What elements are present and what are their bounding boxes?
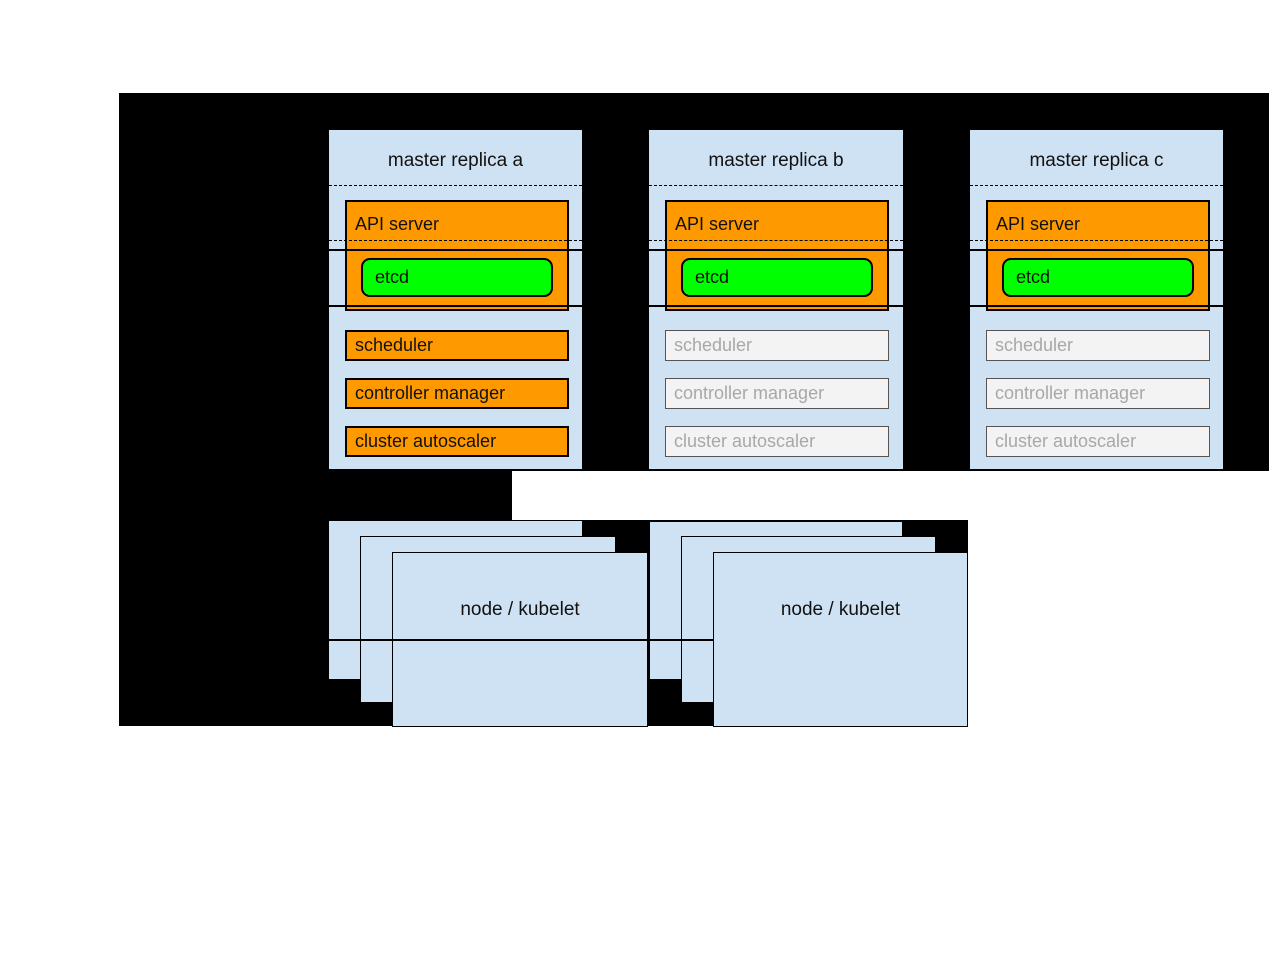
scheduler-box: scheduler [665,330,889,361]
cluster-autoscaler-label: cluster autoscaler [674,431,816,451]
master-replica-c-title: master replica c [1029,150,1164,171]
scheduler-label: scheduler [995,335,1074,355]
node-kubelet-label: node / kubelet [780,599,901,620]
controller-manager-box: controller manager [665,378,889,409]
divider-solid-upper [329,249,582,251]
master-replica-b-title: master replica b [708,150,844,171]
controller-manager-label: controller manager [674,383,825,403]
controller-manager-box: controller manager [986,378,1210,409]
controller-manager-label: controller manager [995,383,1146,403]
divider-solid-upper [970,249,1223,251]
etcd-box: etcd [681,258,873,297]
divider-solid-upper [649,249,903,251]
master-replica-b-box: master replica b API server etcd schedul… [648,129,904,470]
master-replica-a-title: master replica a [387,150,524,171]
scheduler-label: scheduler [674,335,753,355]
divider-dashed-mid [649,240,903,241]
controller-manager-box: controller manager [345,378,569,409]
divider-solid-lower [970,305,1223,307]
api-server-label: API server [355,214,440,234]
divider-solid-lower [329,305,582,307]
divider-dashed-mid [970,240,1223,241]
cluster-autoscaler-box: cluster autoscaler [986,426,1210,457]
divider-dashed-mid [329,240,582,241]
etcd-box: etcd [1002,258,1194,297]
node-stack2-front-box: node / kubelet [713,552,968,727]
background-middle-black [119,471,512,520]
cluster-autoscaler-box: cluster autoscaler [345,426,569,457]
divider-solid-lower [649,305,903,307]
api-server-label: API server [996,214,1081,234]
cluster-autoscaler-label: cluster autoscaler [995,431,1137,451]
etcd-box: etcd [361,258,553,297]
scheduler-box: scheduler [345,330,569,361]
etcd-label: etcd [375,267,410,287]
cluster-autoscaler-box: cluster autoscaler [665,426,889,457]
node-row-connector-line [328,639,713,641]
cluster-autoscaler-label: cluster autoscaler [355,431,497,451]
master-replica-c-box: master replica c API server etcd schedul… [969,129,1224,470]
controller-manager-label: controller manager [355,383,506,403]
divider-dashed-top [970,185,1223,186]
api-server-label: API server [675,214,760,234]
etcd-label: etcd [695,267,730,287]
scheduler-label: scheduler [355,335,434,355]
master-replica-a-box: master replica a API server etcd schedul… [328,129,583,470]
node-kubelet-label: node / kubelet [460,599,580,620]
divider-dashed-top [649,185,903,186]
divider-dashed-top [329,185,582,186]
scheduler-box: scheduler [986,330,1210,361]
etcd-label: etcd [1016,267,1051,287]
